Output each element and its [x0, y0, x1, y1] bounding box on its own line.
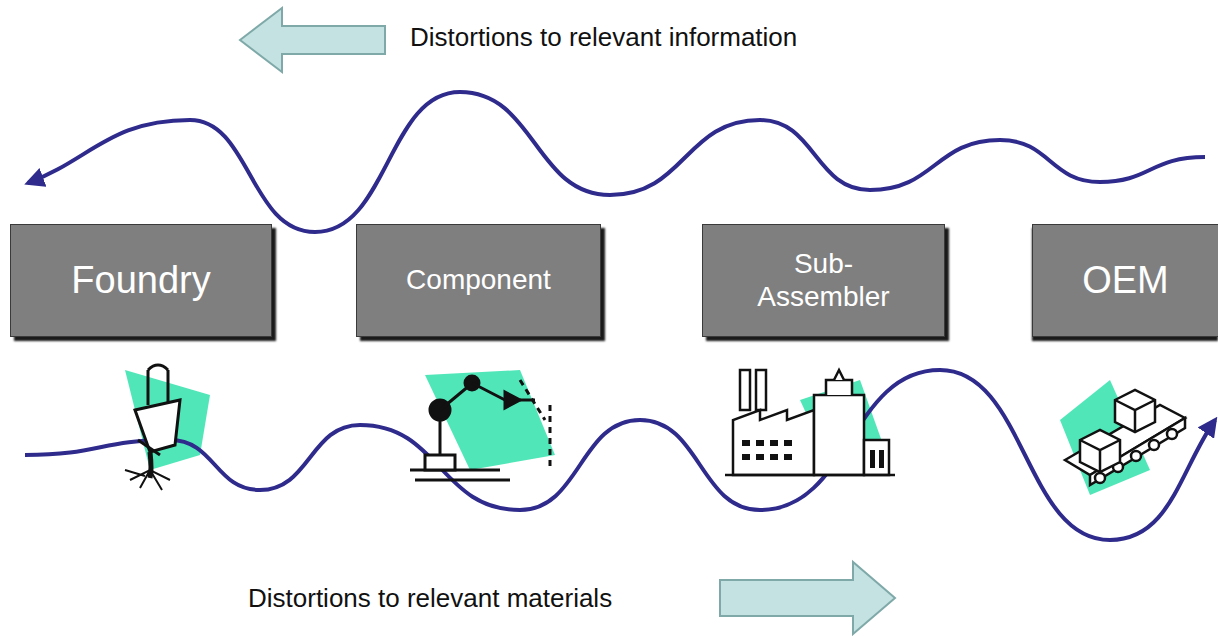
direction-arrow: [720, 562, 895, 634]
flow-caption: Distortions to relevant materials: [248, 583, 612, 614]
stage-name: Sub- Assembler: [749, 248, 899, 312]
icon-glow: [125, 370, 1150, 495]
conveyor-icon: [1065, 390, 1185, 485]
stage-box: OEM: [1032, 224, 1218, 337]
robot-icon: [410, 376, 550, 480]
information-wave: [28, 92, 1205, 232]
flow-caption: Distortions to relevant information: [410, 22, 797, 53]
direction-arrow: [240, 8, 385, 72]
materials-wave: [25, 370, 1215, 540]
stage-name: Component: [406, 264, 551, 296]
foundry-icon: [125, 365, 180, 490]
factory-icon: [725, 370, 895, 475]
stage-box: Component: [356, 224, 601, 337]
stage-box: Sub- Assembler: [702, 224, 945, 337]
stage-name: Foundry: [71, 259, 210, 303]
stage-box: Foundry: [10, 224, 272, 337]
stage-name: OEM: [1082, 259, 1169, 303]
